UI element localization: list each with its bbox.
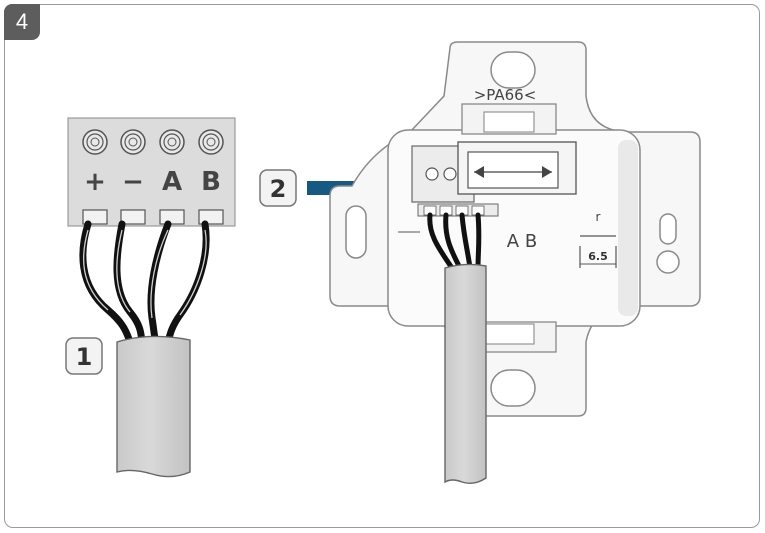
wires [79, 220, 210, 346]
wires-right [427, 212, 482, 271]
terminal-label-minus: − [122, 167, 144, 197]
terminal-label-b: B [201, 167, 221, 197]
figure-frame [4, 4, 760, 528]
material-mark: >PA66< [474, 86, 537, 104]
callout-1-label: 1 [76, 343, 93, 371]
step-number-badge: 4 [4, 4, 40, 40]
dimension-value: 6.5 [588, 250, 608, 263]
screw-icon [159, 129, 185, 155]
bus-connector [398, 141, 577, 233]
strip-length-gauge: r 6.5 [579, 210, 617, 268]
screw-icon [120, 129, 146, 155]
callout-1: 1 [65, 337, 103, 375]
device-body [387, 103, 641, 353]
cable-jacket-right [444, 263, 487, 485]
dimension-symbol: r [596, 210, 601, 224]
terminal-label-plus: + [84, 167, 106, 197]
screw-icon [82, 129, 108, 155]
callout-2: 2 [259, 169, 297, 207]
bus-labels: A B [507, 231, 537, 252]
cable-jacket [116, 335, 191, 478]
terminal-label-a: A [162, 167, 182, 197]
screw-icon [198, 129, 224, 155]
callout-2-label: 2 [270, 175, 287, 203]
terminal-block: + − A B [67, 117, 236, 227]
